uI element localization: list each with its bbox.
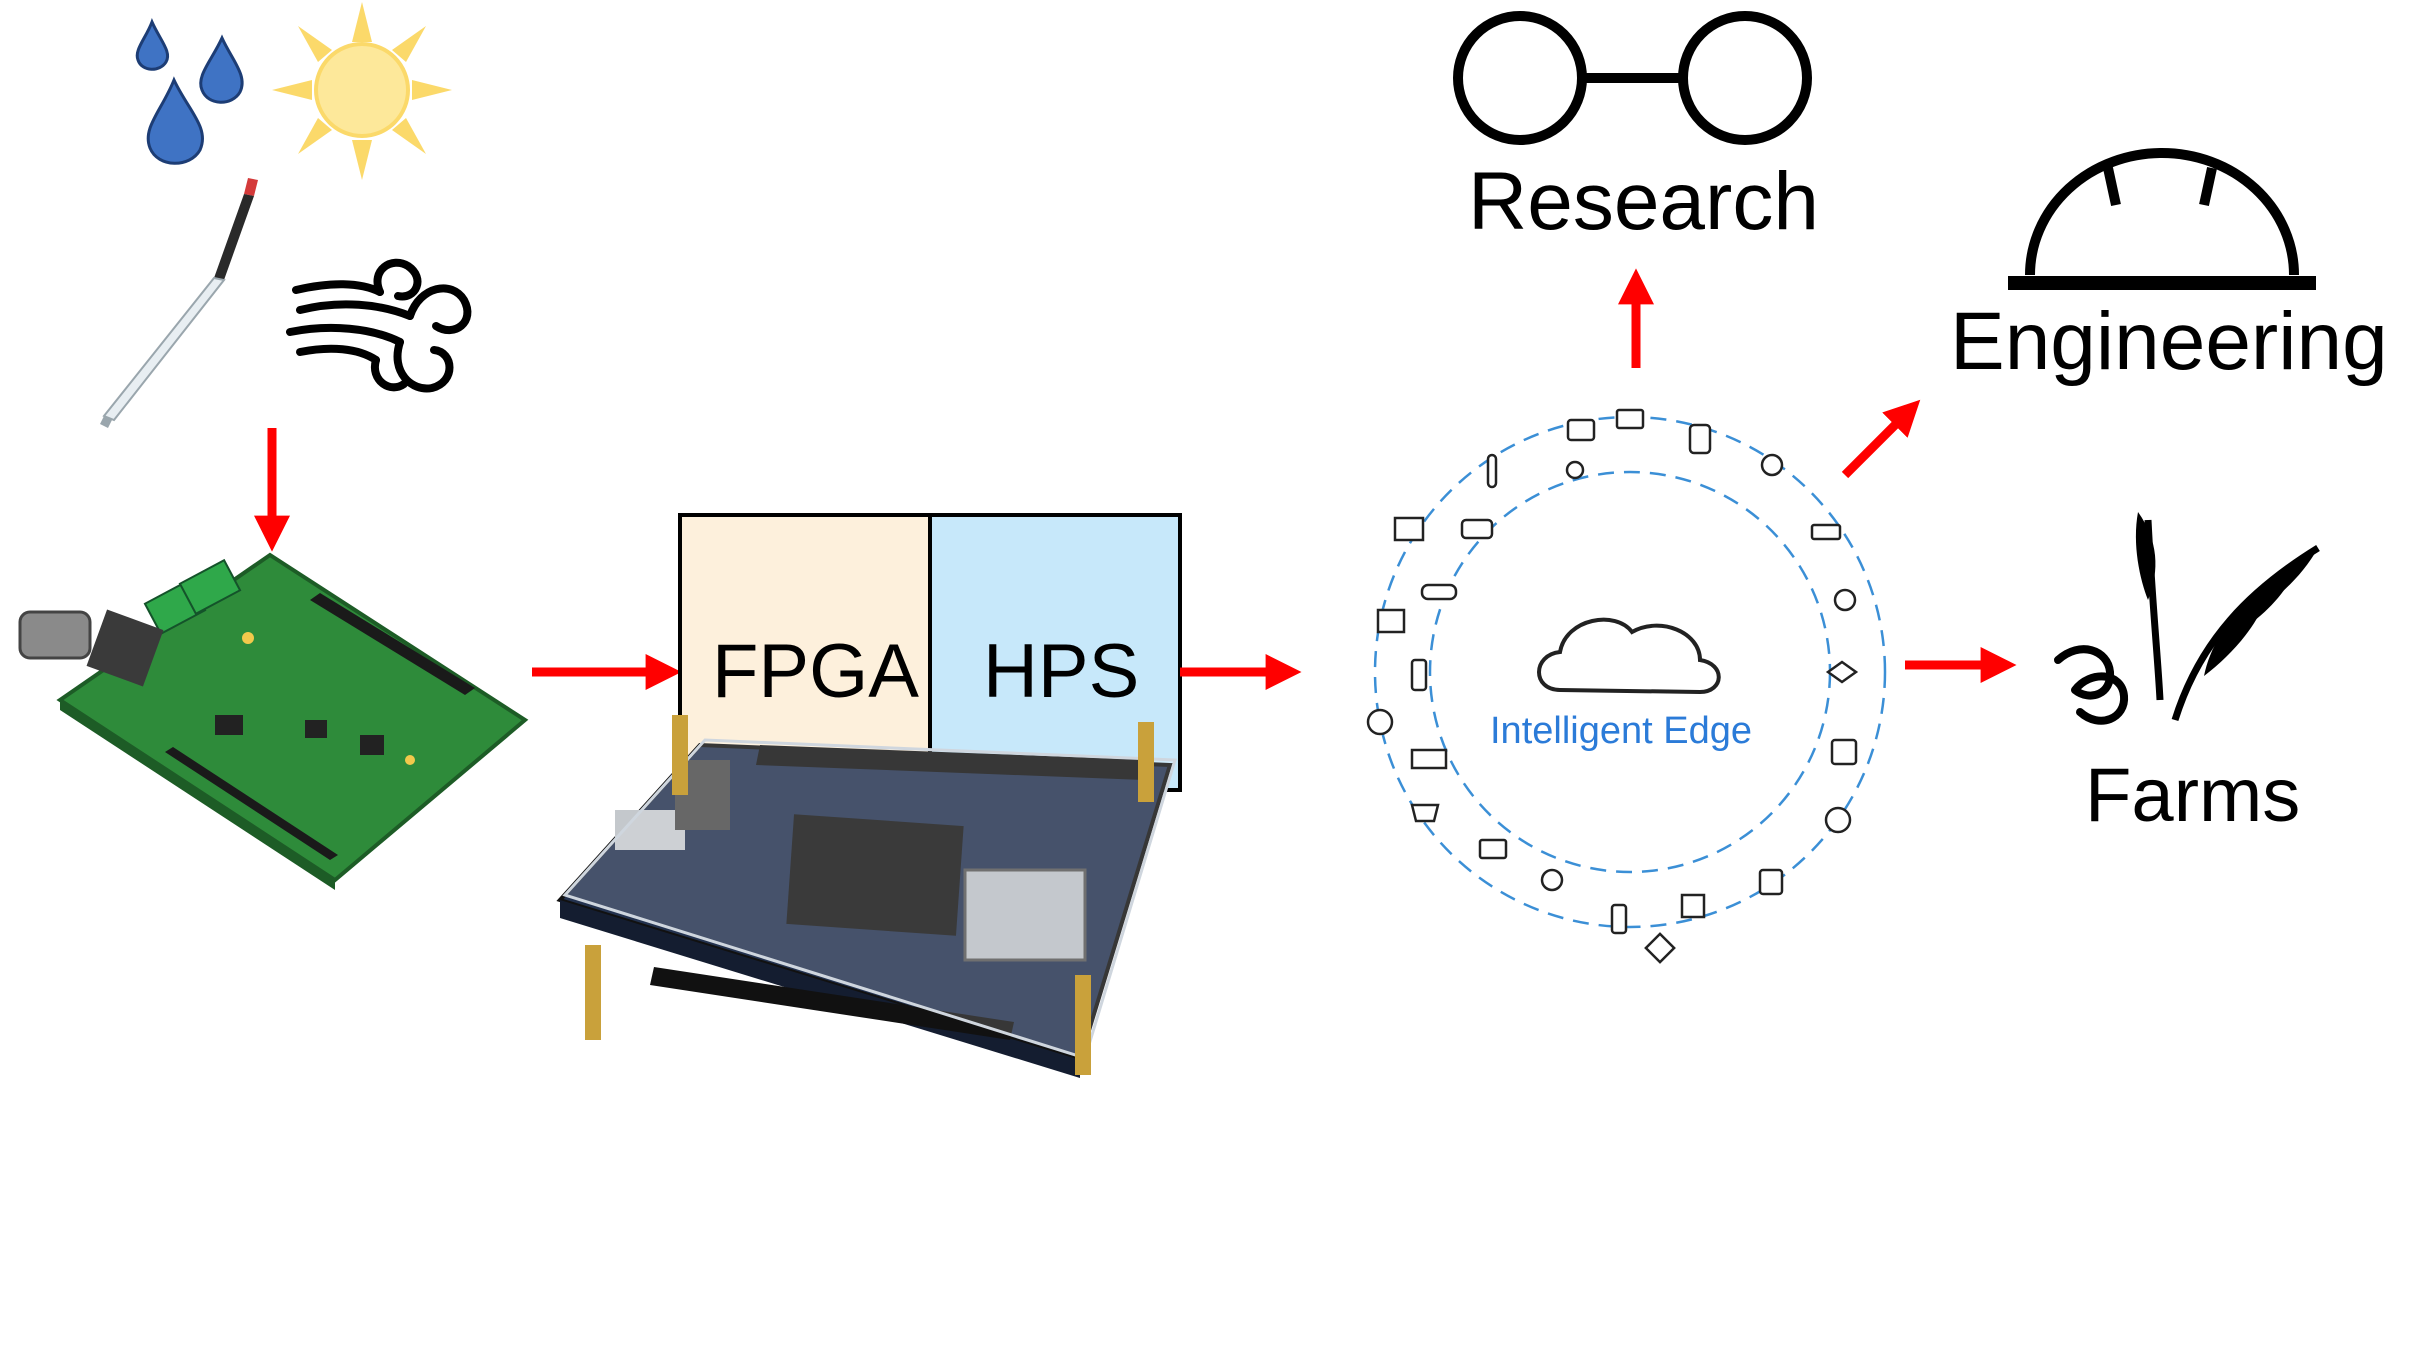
- edge-device-icons: [1366, 408, 1859, 964]
- sensor-shield-board: [18, 552, 529, 890]
- fpga-label: FPGA: [712, 629, 919, 714]
- engineering-label: Engineering: [1950, 296, 2388, 387]
- hps-label: HPS: [983, 629, 1140, 714]
- cloud-icon: [1537, 617, 1721, 695]
- farms-label: Farms: [2085, 753, 2301, 838]
- wind-icon: [286, 258, 472, 393]
- hardhat-icon: [2008, 148, 2316, 290]
- ph-probe-icon: [100, 178, 258, 428]
- arrow-edge-to-engineering: [1841, 399, 1921, 479]
- plant-icon: [2054, 512, 2320, 725]
- intelligent-edge-label: Intelligent Edge: [1490, 710, 1752, 752]
- raindrops-icon: [135, 18, 244, 165]
- research-label: Research: [1468, 156, 1819, 247]
- de10-nano-board: [556, 715, 1177, 1078]
- sun-icon: [272, 2, 452, 180]
- glasses-icon: [1453, 11, 1812, 145]
